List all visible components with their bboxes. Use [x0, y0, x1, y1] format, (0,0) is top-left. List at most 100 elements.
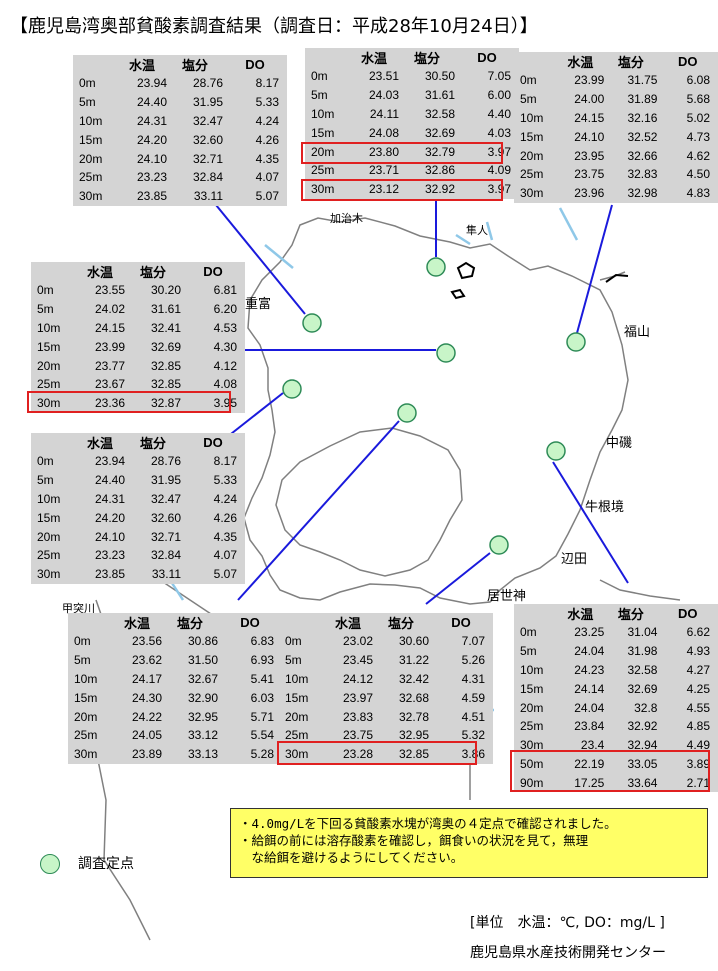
value-cell: 23.23	[94, 548, 125, 563]
value-cell: 23.45	[342, 653, 373, 668]
station-marker	[566, 332, 586, 352]
value-cell: 24.22	[131, 709, 162, 724]
value-cell: 4.12	[213, 358, 237, 373]
value-cell: 32.8	[634, 700, 658, 715]
value-cell: 30.60	[398, 634, 429, 649]
value-cell: 23.94	[94, 454, 125, 469]
note-line: な給餌を避けるようにしてください。	[239, 850, 464, 865]
value-cell: 33.13	[187, 747, 218, 762]
value-cell: 32.79	[424, 144, 455, 159]
value-cell: 23.94	[136, 76, 167, 91]
low-do-highlight	[277, 741, 477, 765]
column-header: 水温	[360, 51, 387, 66]
value-cell: 24.10	[574, 129, 605, 144]
column-header: 水温	[86, 436, 113, 451]
value-cell: 8.17	[213, 454, 237, 469]
value-cell: 4.31	[461, 671, 485, 686]
depth-cell: 15m	[285, 690, 309, 705]
value-cell: 24.00	[574, 92, 605, 107]
value-cell: 5.02	[686, 110, 710, 125]
value-cell: 5.33	[213, 473, 237, 488]
depth-cell: 15m	[311, 125, 335, 140]
value-cell: 3.89	[686, 756, 710, 771]
value-cell: 22.19	[574, 756, 605, 771]
depth-cell: 30m	[37, 567, 61, 582]
depth-cell: 5m	[520, 92, 537, 107]
value-cell: 4.40	[487, 106, 511, 121]
depth-header	[279, 613, 323, 632]
value-cell: 24.31	[136, 113, 167, 128]
depth-cell: 0m	[520, 625, 537, 640]
place-kajiki: 加治木	[330, 212, 363, 225]
value-cell: 23.99	[574, 73, 605, 88]
value-cell: 32.87	[150, 396, 181, 411]
value-cell: 24.17	[131, 671, 162, 686]
value-cell: 23.36	[94, 396, 125, 411]
value-cell: 23.80	[368, 144, 399, 159]
value-cell: 6.03	[250, 690, 274, 705]
value-cell: 23.67	[94, 377, 125, 392]
value-cell: 32.85	[150, 358, 181, 373]
depth-header	[31, 262, 75, 281]
depth-cell: 15m	[520, 129, 544, 144]
depth-cell: 30m	[285, 747, 309, 762]
value-cell: 24.04	[574, 644, 605, 659]
depth-cell: 10m	[74, 671, 98, 686]
column-header: DO	[203, 264, 223, 279]
depth-cell: 20m	[37, 529, 61, 544]
value-cell: 32.58	[627, 662, 658, 677]
value-cell: 6.83	[250, 634, 274, 649]
depth-cell: 25m	[74, 728, 98, 743]
value-cell: 32.41	[150, 320, 181, 335]
value-cell: 6.93	[250, 653, 274, 668]
value-cell: 24.12	[342, 671, 373, 686]
depth-cell: 0m	[37, 283, 54, 298]
column-header: DO	[451, 615, 471, 630]
legend: 調査定点	[40, 853, 134, 874]
value-cell: 17.25	[574, 775, 605, 790]
value-cell: 5.68	[686, 92, 710, 107]
value-cell: 28.76	[192, 76, 223, 91]
column-header: 水温	[334, 616, 361, 631]
value-cell: 32.86	[424, 163, 455, 178]
depth-cell: 10m	[520, 110, 544, 125]
column-header: 水温	[86, 265, 113, 280]
value-cell: 4.83	[686, 186, 710, 201]
value-cell: 4.08	[213, 377, 237, 392]
value-cell: 5.41	[250, 671, 274, 686]
value-cell: 24.08	[368, 125, 399, 140]
place-hayato: 隼人	[466, 224, 488, 237]
value-cell: 32.42	[398, 671, 429, 686]
depth-header	[514, 52, 556, 71]
value-cell: 4.73	[686, 129, 710, 144]
depth-cell: 10m	[37, 491, 61, 506]
value-cell: 28.76	[150, 454, 181, 469]
value-cell: 24.04	[574, 700, 605, 715]
depth-cell: 30m	[74, 747, 98, 762]
value-cell: 33.11	[193, 189, 223, 204]
value-cell: 5.07	[255, 189, 279, 204]
value-cell: 24.23	[574, 662, 605, 677]
value-cell: 23.75	[574, 167, 605, 182]
